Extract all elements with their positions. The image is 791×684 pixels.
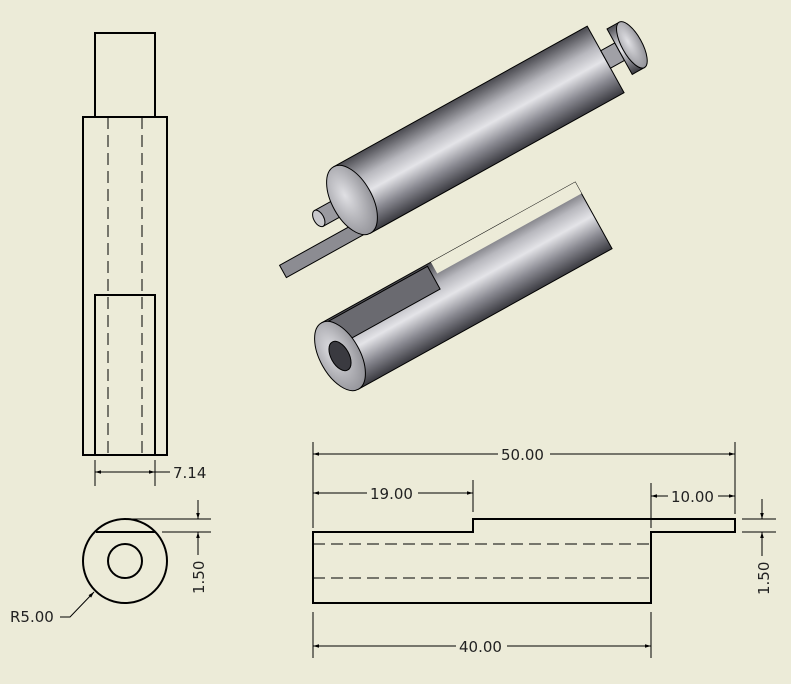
- front-view: 7.14: [82, 32, 206, 486]
- radius-leader: [60, 591, 95, 618]
- dim-1-50: 1.50: [190, 561, 208, 594]
- dim-10-00: 10.00: [671, 488, 714, 506]
- slot-outline: [94, 294, 156, 456]
- isometric-view: [278, 21, 648, 392]
- head-face: [616, 21, 648, 69]
- bore: [328, 340, 352, 372]
- dim-7-14: 7.14: [173, 464, 206, 482]
- dim-19-00: 19.00: [370, 485, 413, 503]
- end-view: 1.50 R5.00: [10, 500, 211, 626]
- dim-1-50-side: 1.50: [755, 562, 773, 595]
- step-cut: [321, 182, 582, 323]
- bore-circle: [107, 543, 143, 579]
- upper-part: [278, 21, 648, 279]
- end-face: [326, 164, 378, 236]
- side-view: 50.00 19.00 10.00 40.00 1.50: [312, 442, 776, 658]
- dim-r5-00: R5.00: [10, 608, 54, 626]
- dim-50-00: 50.00: [501, 446, 544, 464]
- lower-part: [314, 181, 613, 392]
- pin-outline: [94, 32, 156, 118]
- dim-40-00: 40.00: [459, 638, 502, 656]
- side-outline: [312, 518, 736, 604]
- stud-end: [312, 209, 326, 228]
